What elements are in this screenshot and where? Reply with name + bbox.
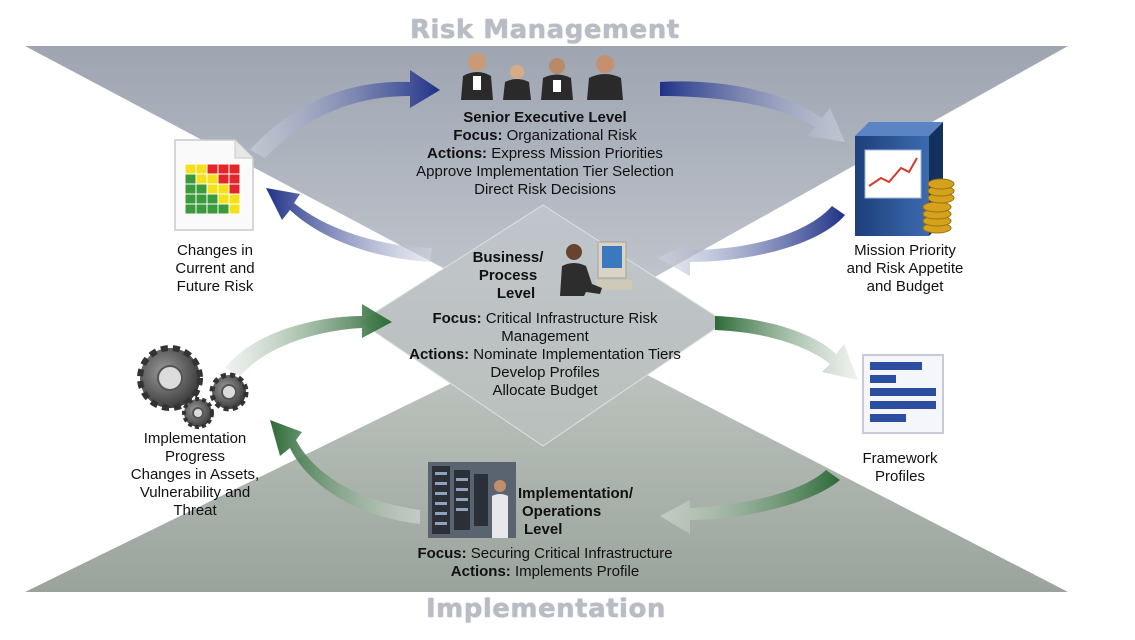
business-focus: Focus: Critical Infrastructure Risk <box>432 310 658 327</box>
arrow-business-to-right <box>715 316 858 380</box>
business-worker-icon <box>560 241 632 296</box>
arrow-right-to-implementation <box>660 470 840 534</box>
implementation-title: Implementation <box>426 594 666 624</box>
arrow-left-to-senior <box>250 70 440 158</box>
arrow-implementation-to-left <box>270 420 420 524</box>
implementation-title-block: Implementation/ Operations Level <box>518 485 634 538</box>
executives-icon <box>461 53 623 100</box>
gears-icon <box>137 345 249 429</box>
budget-binder-icon <box>855 122 955 236</box>
arrow-right-to-business <box>658 206 845 276</box>
arrow-business-to-left <box>266 188 432 262</box>
senior-title: Senior Executive Level <box>463 109 627 126</box>
business-level-text: Focus: Critical Infrastructure Risk Mana… <box>355 310 735 400</box>
changes-in-risk-caption: Changes in Current and Future Risk <box>175 242 255 295</box>
framework-profiles-caption: Framework Profiles <box>862 450 938 485</box>
implementation-progress-caption: Implementation Progress Changes in Asset… <box>130 430 260 519</box>
senior-actions: Actions: Express Mission Priorities <box>427 145 663 162</box>
business-level-diamond <box>359 204 726 447</box>
senior-focus: Focus: Organizational Risk <box>453 127 637 144</box>
senior-executive-text: Senior Executive Level Focus: Organizati… <box>345 109 745 199</box>
implementation-level-text: Focus: Securing Critical Infrastructure … <box>345 545 745 581</box>
business-action-line2: Develop Profiles <box>490 364 600 381</box>
implementation-focus: Focus: Securing Critical Infrastructure <box>417 545 673 562</box>
mission-priority-caption: Mission Priority and Risk Appetite and B… <box>846 242 964 295</box>
framework-profiles-icon <box>862 354 944 434</box>
senior-action-line3: Direct Risk Decisions <box>474 181 616 198</box>
business-title: Business/ Process Level <box>472 249 544 302</box>
business-action-line3: Allocate Budget <box>492 382 598 399</box>
senior-action-line2: Approve Implementation Tier Selection <box>416 163 674 180</box>
arrow-senior-to-right <box>660 81 845 142</box>
business-actions: Actions: Nominate Implementation Tiers <box>409 346 681 363</box>
server-room-icon <box>428 462 516 538</box>
business-focus-line2: Management <box>501 328 589 345</box>
implementation-actions: Actions: Implements Profile <box>450 563 640 580</box>
arrow-left-to-business <box>225 304 392 376</box>
risk-matrix-document-icon <box>174 139 254 231</box>
risk-management-title: Risk Management <box>410 15 680 45</box>
implementation-band <box>25 330 1068 592</box>
